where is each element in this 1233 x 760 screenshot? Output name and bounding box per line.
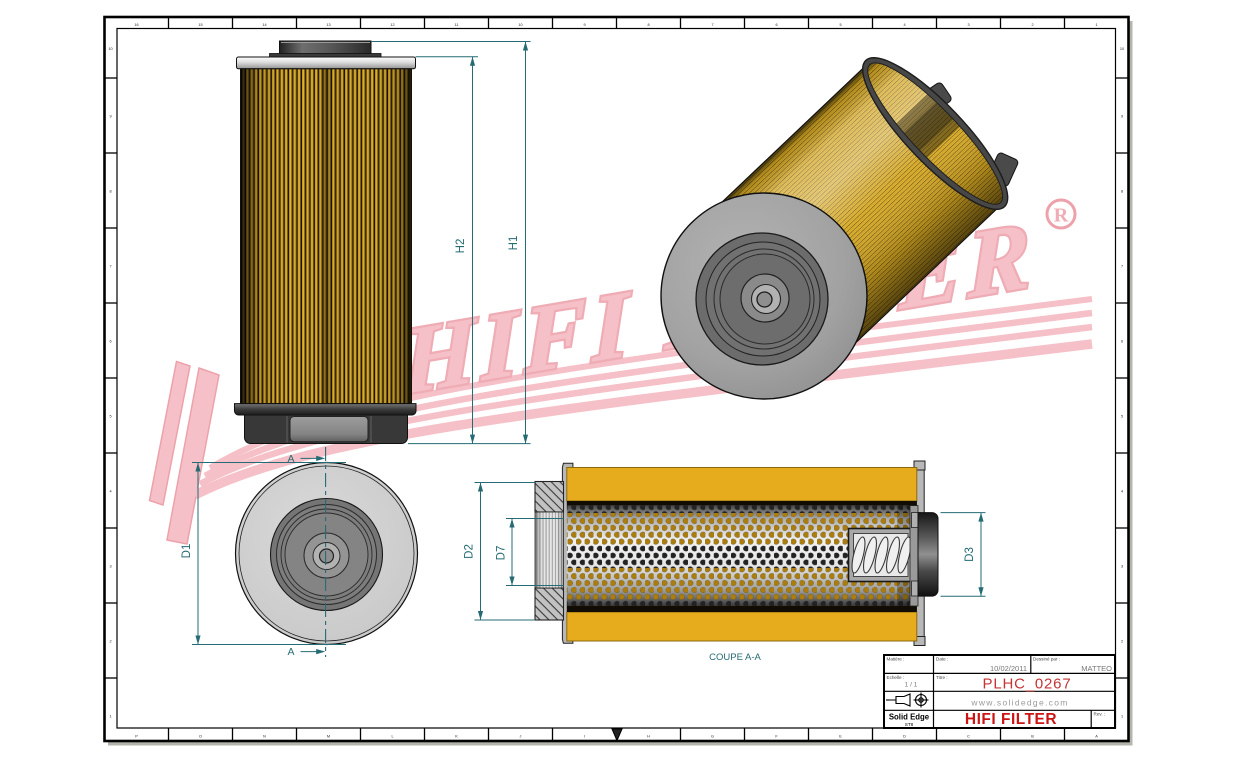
svg-text:COUPE A-A: COUPE A-A [709, 652, 761, 663]
svg-text:B: B [1031, 735, 1034, 739]
svg-text:M: M [327, 735, 330, 739]
svg-text:A: A [287, 453, 294, 465]
svg-text:11: 11 [455, 23, 459, 27]
svg-text:K: K [455, 735, 458, 739]
svg-text:7: 7 [109, 265, 111, 269]
svg-text:3: 3 [1121, 565, 1123, 569]
svg-text:7: 7 [1121, 265, 1123, 269]
svg-text:4: 4 [1121, 490, 1123, 494]
svg-text:MATTEO: MATTEO [1081, 664, 1112, 673]
svg-text:1 / 1: 1 / 1 [905, 682, 918, 689]
svg-text:8: 8 [1121, 190, 1123, 194]
svg-text:13: 13 [326, 23, 330, 27]
svg-text:Solid Edge: Solid Edge [889, 713, 930, 722]
svg-text:10: 10 [1120, 47, 1124, 51]
svg-text:www.solidedge.com: www.solidedge.com [970, 698, 1068, 708]
svg-text:N: N [263, 735, 266, 739]
svg-text:H: H [647, 735, 650, 739]
svg-text:A: A [1095, 735, 1098, 739]
svg-text:12: 12 [390, 23, 394, 27]
svg-text:5: 5 [839, 23, 841, 27]
svg-text:ST8: ST8 [905, 722, 914, 727]
svg-text:H1: H1 [508, 236, 520, 251]
svg-text:O: O [199, 735, 202, 739]
svg-text:Matière :: Matière : [887, 657, 905, 662]
svg-text:3: 3 [109, 565, 111, 569]
svg-text:Date :: Date : [936, 657, 948, 662]
svg-text:1: 1 [1121, 715, 1123, 719]
svg-text:D: D [903, 735, 906, 739]
svg-text:G: G [711, 735, 714, 739]
svg-text:6: 6 [775, 23, 777, 27]
svg-text:10: 10 [518, 23, 522, 27]
svg-text:PLHC_0267: PLHC_0267 [983, 676, 1072, 693]
svg-text:16: 16 [134, 23, 138, 27]
svg-text:9: 9 [583, 23, 585, 27]
svg-text:2: 2 [109, 640, 111, 644]
svg-text:8: 8 [109, 190, 111, 194]
svg-text:C: C [967, 735, 970, 739]
svg-text:HIFI FILTER: HIFI FILTER [965, 711, 1057, 728]
svg-text:2: 2 [1121, 640, 1123, 644]
svg-text:D7: D7 [496, 546, 508, 561]
svg-text:15: 15 [198, 23, 202, 27]
svg-text:5: 5 [109, 415, 111, 419]
svg-text:4: 4 [109, 490, 111, 494]
svg-text:10: 10 [108, 47, 112, 51]
svg-text:A: A [287, 646, 294, 658]
svg-text:Titre :: Titre : [936, 675, 948, 680]
svg-text:Echelle :: Echelle : [887, 675, 905, 680]
svg-text:P: P [135, 735, 138, 739]
svg-text:Rev. :: Rev. : [1094, 712, 1106, 717]
svg-text:10/02/2011: 10/02/2011 [990, 664, 1027, 673]
svg-text:9: 9 [1121, 115, 1123, 119]
svg-text:1: 1 [1095, 23, 1097, 27]
svg-text:E: E [839, 735, 842, 739]
svg-text:J: J [520, 735, 522, 739]
svg-text:1: 1 [109, 715, 111, 719]
svg-text:L: L [391, 735, 393, 739]
svg-text:14: 14 [262, 23, 266, 27]
svg-text:D2: D2 [464, 544, 476, 559]
svg-text:5: 5 [1121, 415, 1123, 419]
svg-text:R: R [1054, 205, 1069, 227]
svg-text:3: 3 [967, 23, 969, 27]
svg-text:I: I [584, 735, 585, 739]
svg-text:Dessiné par :: Dessiné par : [1033, 657, 1060, 662]
svg-text:9: 9 [109, 115, 111, 119]
svg-text:6: 6 [1121, 340, 1123, 344]
svg-text:7: 7 [711, 23, 713, 27]
svg-text:6: 6 [109, 340, 111, 344]
svg-text:D3: D3 [964, 547, 976, 562]
svg-text:2: 2 [1031, 23, 1033, 27]
svg-text:8: 8 [647, 23, 649, 27]
svg-text:D1: D1 [181, 544, 193, 559]
svg-text:F: F [775, 735, 778, 739]
svg-text:4: 4 [903, 23, 905, 27]
svg-text:H2: H2 [455, 239, 467, 254]
